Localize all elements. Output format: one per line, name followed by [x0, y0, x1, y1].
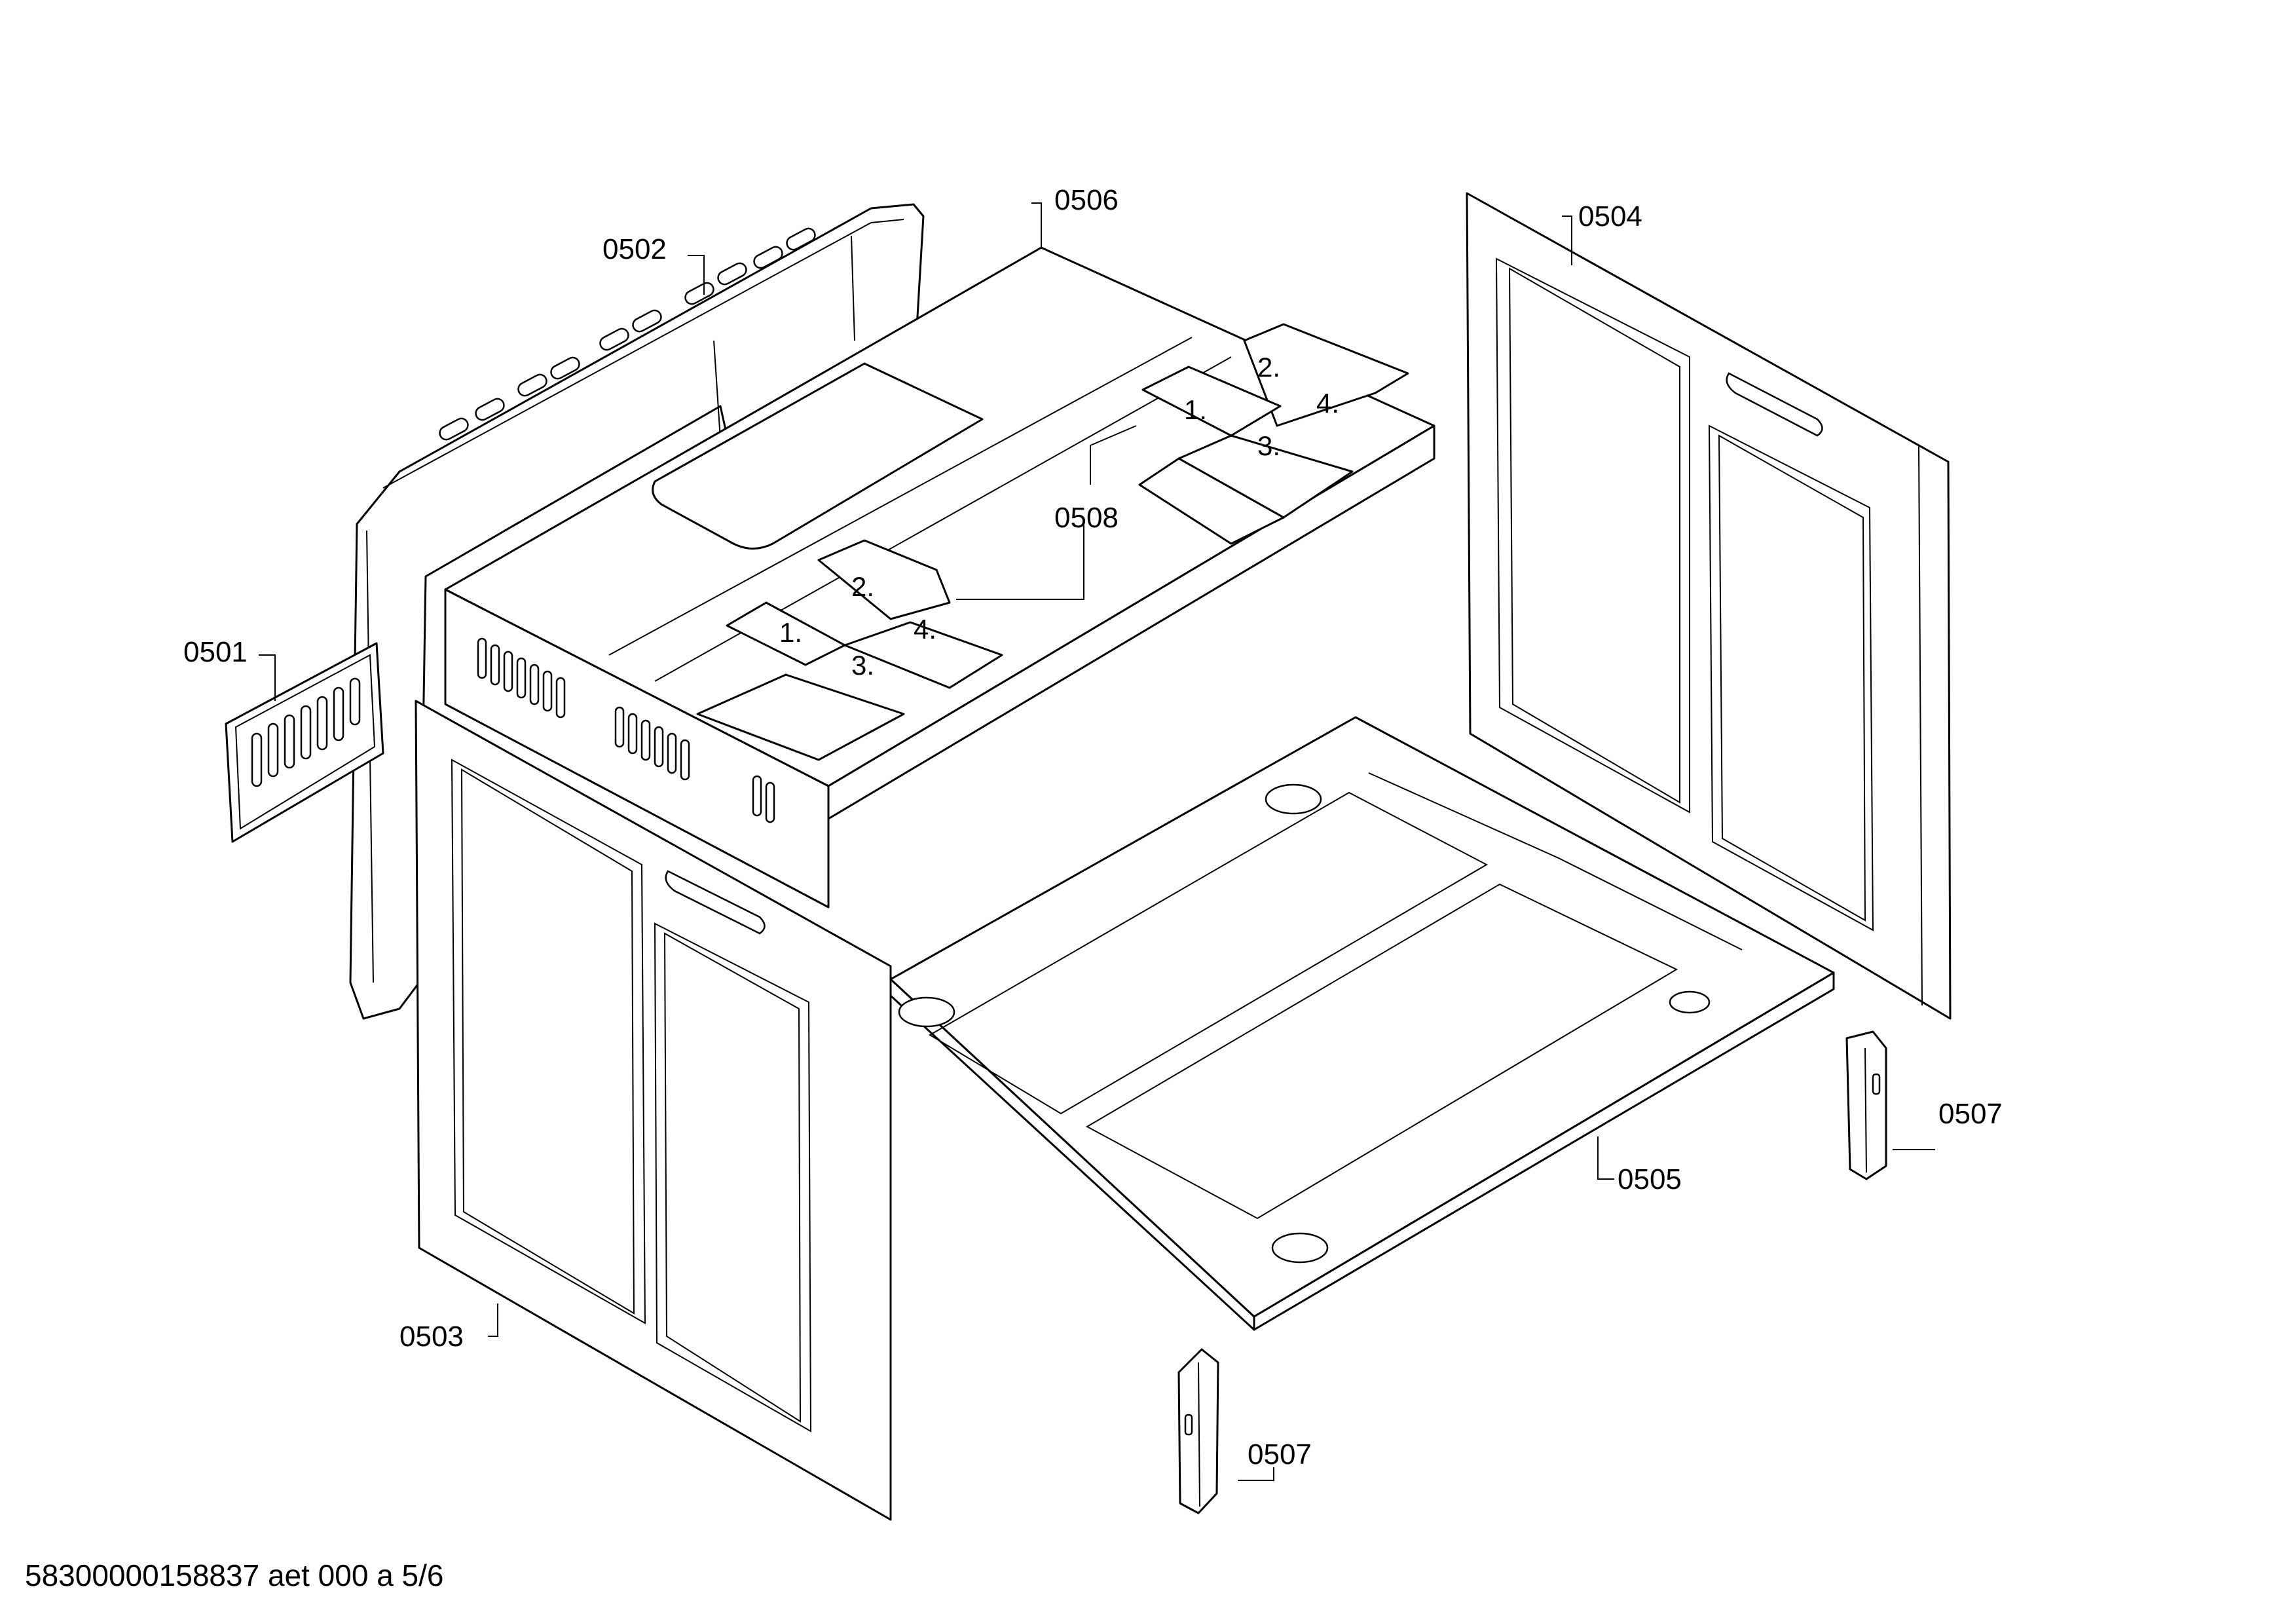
callout-labels: 0502 0506 0504 0501 0508 0503 0505 0507 …: [183, 184, 2003, 1471]
callout-0507-left: 0507: [1248, 1438, 1312, 1471]
step-label-1-top: 1.: [1184, 394, 1207, 425]
part-0501-grille-plate: [225, 642, 384, 843]
step-diagram-top: 2. 1. 4. 3.: [1138, 323, 1409, 545]
rear-frame-slots: [439, 227, 816, 441]
step-label-1-front: 1.: [779, 617, 802, 648]
part-0504-right-panel: [1466, 192, 1952, 1020]
callout-0502: 0502: [602, 233, 667, 265]
leader-lines: [259, 202, 1935, 1481]
step-label-4-top: 4.: [1316, 388, 1339, 419]
step-label-4-front: 4.: [914, 614, 936, 645]
document-id: 58300000158837 aet 000 a 5/6: [25, 1558, 444, 1592]
callout-0507-right: 0507: [1938, 1098, 2003, 1130]
callout-0503: 0503: [399, 1321, 464, 1353]
top-cover-vents: [477, 637, 775, 823]
callout-0508: 0508: [1054, 502, 1119, 534]
part-0507-bracket-right: [1845, 1030, 1887, 1180]
part-0502-rear-frame: [349, 203, 925, 1020]
callout-0506: 0506: [1054, 184, 1119, 216]
callout-0504: 0504: [1578, 200, 1642, 233]
part-0505-bottom-tray: [889, 716, 1835, 1331]
callout-0505: 0505: [1618, 1163, 1682, 1195]
step-label-2-top: 2.: [1257, 352, 1280, 383]
part-0503-left-panel: [415, 700, 892, 1521]
step-diagram-front: 2. 1. 4. 3.: [696, 539, 1003, 761]
callout-0501: 0501: [183, 636, 248, 668]
part-0507-bracket-left: [1177, 1348, 1219, 1514]
step-label-2-front: 2.: [851, 571, 874, 602]
step-label-3-front: 3.: [851, 650, 874, 681]
step-label-3-top: 3.: [1257, 430, 1280, 461]
